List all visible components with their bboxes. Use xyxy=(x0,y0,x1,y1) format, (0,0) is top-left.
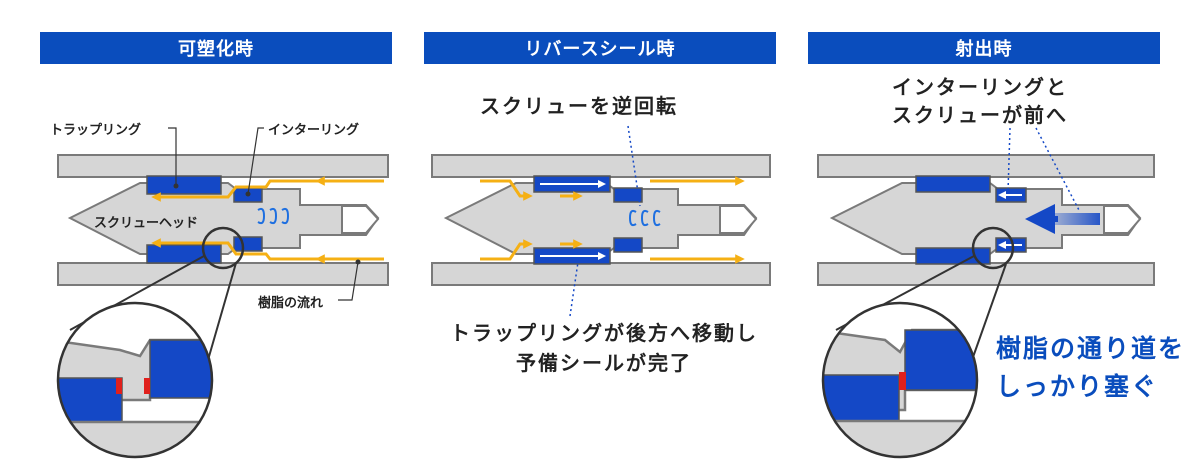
leader-ring-forward-b xyxy=(1035,127,1081,213)
panel-reverse-seal xyxy=(431,125,771,317)
inter-ring-bottom xyxy=(613,237,643,253)
resin-flow-bottom xyxy=(480,239,533,261)
trap-ring-top xyxy=(915,175,991,193)
barrel-bottom xyxy=(57,262,389,286)
label-inter-ring: インターリング xyxy=(268,123,360,138)
leader-ring-forward-a xyxy=(1007,127,1011,193)
trap-ring-bottom xyxy=(915,247,991,265)
label-ring-forward-1: インターリングと xyxy=(892,75,1068,99)
leader-resin-flow xyxy=(338,261,359,301)
zoom-frame-left xyxy=(56,301,214,459)
header-injection: 射出時 xyxy=(808,32,1160,64)
leader-trap-ring xyxy=(168,127,177,186)
screw-tip xyxy=(341,205,380,234)
resin-flow-top xyxy=(480,179,533,201)
zoom-marker-circle xyxy=(971,226,1015,270)
leader-inter-ring xyxy=(247,127,264,195)
zoom-line-right xyxy=(207,262,237,361)
label-screw-reverse: スクリューを逆回転 xyxy=(480,94,678,118)
resin-flow-top xyxy=(151,179,384,202)
panel-plasticizing xyxy=(56,127,389,459)
header-reverse-seal: リバースシール時 xyxy=(424,32,776,64)
label-trap-move-1: トラップリングが後方へ移動し xyxy=(450,321,758,345)
rotation-swirl-icon xyxy=(628,209,661,227)
header-plasticizing: 可塑化時 xyxy=(40,32,392,64)
label-trap-ring: トラップリング xyxy=(50,123,142,138)
barrel-top xyxy=(57,154,389,178)
leader-trap-move xyxy=(569,261,579,317)
inter-ring-top xyxy=(613,187,643,203)
label-result-2: しっかり塞ぐ xyxy=(996,372,1159,401)
trap-ring-bottom xyxy=(146,244,222,264)
label-screw-head: スクリューヘッド xyxy=(94,216,199,231)
label-trap-move-2: 予備シールが完了 xyxy=(516,351,692,375)
rotation-swirl-icon xyxy=(257,207,290,225)
resin-flow-bottom xyxy=(151,238,384,261)
inter-ring-bottom xyxy=(233,236,263,252)
zoom-marker-circle xyxy=(201,226,245,270)
label-result-1: 樹脂の通り道を xyxy=(996,334,1186,363)
zoom-detail-right xyxy=(823,303,977,457)
label-ring-forward-2: スクリューが前へ xyxy=(892,103,1068,127)
zoom-frame-right xyxy=(821,301,979,459)
trap-ring-top xyxy=(146,175,222,195)
label-resin-flow: 樹脂の流れ xyxy=(258,296,324,311)
panel-injection xyxy=(817,127,1155,459)
leader-screw-reverse xyxy=(627,125,641,207)
